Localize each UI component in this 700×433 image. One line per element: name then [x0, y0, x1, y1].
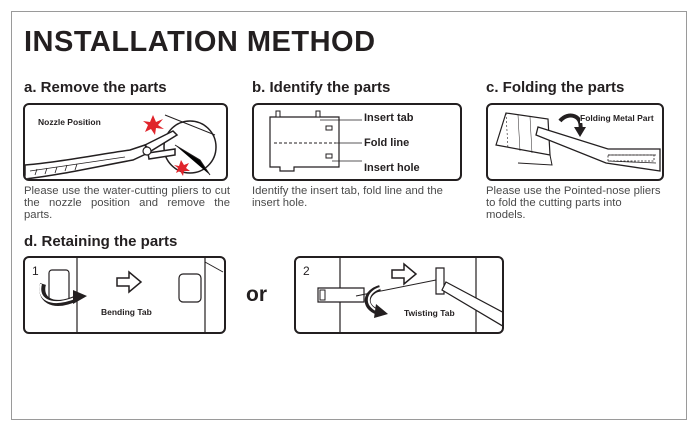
twisting-tab-label: Twisting Tab [404, 308, 455, 318]
nozzle-position-label: Nozzle Position [38, 117, 101, 127]
panel-remove-parts: Nozzle Position [23, 103, 228, 181]
section-b-caption: Identify the insert tab, fold line and t… [252, 185, 443, 209]
section-d-heading: d. Retaining the parts [24, 233, 178, 250]
panel-bending-tab: 1 Bending Tab [23, 256, 226, 334]
arrow-right-icon [391, 262, 418, 286]
page-title: INSTALLATION METHOD [24, 26, 376, 58]
section-a-heading: a. Remove the parts [24, 79, 167, 96]
curved-arrow-icon [364, 285, 388, 318]
panel-folding-parts: Folding Metal Part [486, 103, 664, 181]
section-c-caption: Please use the Pointed-nose pliers to fo… [486, 185, 661, 221]
arrow-right-icon [116, 270, 143, 294]
option-1-number: 1 [32, 264, 39, 278]
curved-arrow-icon [39, 283, 87, 306]
insert-tab-label: Insert tab [364, 112, 414, 124]
fold-line-label: Fold line [364, 137, 410, 149]
curved-arrow-icon [558, 113, 586, 137]
panel-twisting-tab: 2 Twisting Tab [294, 256, 504, 334]
bending-tab-label: Bending Tab [101, 307, 152, 317]
twisting-tab-diagram [317, 258, 502, 332]
section-a-caption: Please use the water-cutting pliers to c… [24, 185, 230, 221]
part-diagram-icon [269, 110, 362, 172]
bending-tab-diagram [48, 258, 224, 332]
panel-identify-parts: Insert tab Fold line Insert hole [252, 103, 462, 181]
section-b-heading: b. Identify the parts [252, 79, 391, 96]
folding-metal-part-label: Folding Metal Part [580, 113, 654, 123]
section-c-heading: c. Folding the parts [486, 79, 625, 96]
red-star-icon [143, 115, 190, 176]
pliers-icon [25, 114, 217, 179]
or-separator: or [246, 283, 267, 306]
metal-sheet-icon [495, 112, 661, 172]
insert-hole-label: Insert hole [364, 162, 420, 174]
page-frame [11, 11, 687, 420]
option-2-number: 2 [303, 264, 310, 278]
